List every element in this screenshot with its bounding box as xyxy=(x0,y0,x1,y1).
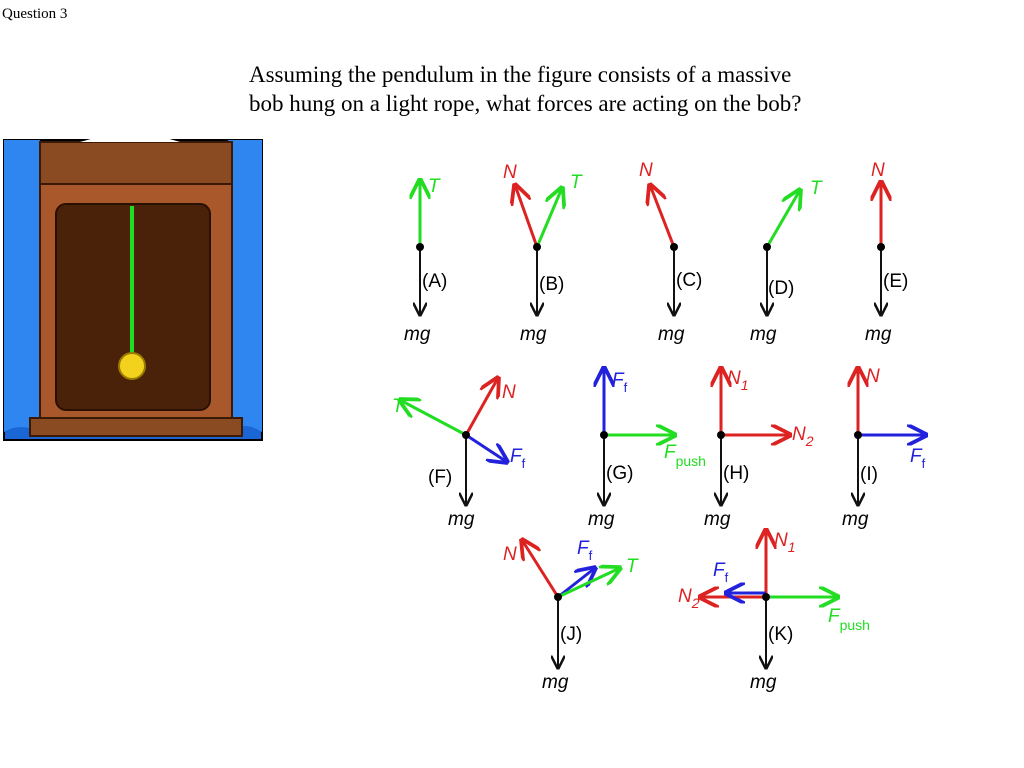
diagram-e: N (E) mg xyxy=(865,160,908,345)
diagram-k: N1 N2 Ff Fpush (K) mg xyxy=(678,530,870,693)
weight-label: mg xyxy=(750,672,777,693)
diagram-a: T (A) mg xyxy=(404,176,447,345)
diagram-b: N T (B) mg xyxy=(503,162,583,345)
diagram-i: N Ff (I) mg xyxy=(842,366,926,530)
option-label: (K) xyxy=(768,624,793,645)
tension-arrow xyxy=(535,188,562,248)
friction-label: Ff xyxy=(910,446,926,471)
friction-label: Ff xyxy=(510,446,526,471)
question-prompt: Assuming the pendulum in the figure cons… xyxy=(249,60,989,118)
bob-point xyxy=(462,431,470,439)
pendulum-bob xyxy=(118,352,146,380)
normal-arrow xyxy=(464,378,498,436)
friction-label: Ff xyxy=(713,560,729,585)
diagram-c: N (C) mg xyxy=(639,160,702,345)
normal2-label: N2 xyxy=(792,424,814,449)
bob-point xyxy=(854,431,862,439)
tension-label: T xyxy=(428,176,441,197)
weight-label: mg xyxy=(448,509,475,530)
push-label: Fpush xyxy=(828,606,870,633)
option-label: (H) xyxy=(723,463,749,484)
prompt-line-1: Assuming the pendulum in the figure cons… xyxy=(249,62,792,87)
normal-label: N xyxy=(866,366,880,387)
diagram-h: N1 N2 (H) mg xyxy=(704,368,814,530)
normal2-label: N2 xyxy=(678,586,700,611)
bob-point xyxy=(600,431,608,439)
normal1-label: N1 xyxy=(727,368,749,393)
bob-point xyxy=(877,243,885,251)
push-label: Fpush xyxy=(664,442,706,469)
option-label: (I) xyxy=(860,464,878,485)
normal-label: N xyxy=(502,382,516,403)
clock-top-cap xyxy=(39,141,233,185)
option-label: (J) xyxy=(560,624,582,645)
normal-label: N xyxy=(503,544,517,565)
normal1-label: N1 xyxy=(774,530,796,555)
bob-point xyxy=(533,243,541,251)
diagram-f: T N Ff (F) mg xyxy=(392,378,526,530)
bob-point xyxy=(416,243,424,251)
weight-label: mg xyxy=(520,324,547,345)
tension-label: T xyxy=(570,172,583,193)
tension-arrow xyxy=(400,400,467,437)
option-label: (D) xyxy=(768,278,794,299)
normal-label: N xyxy=(871,160,885,181)
weight-label: mg xyxy=(865,324,892,345)
weight-label: mg xyxy=(842,509,869,530)
bob-point xyxy=(763,243,771,251)
weight-label: mg xyxy=(750,324,777,345)
tension-label: T xyxy=(626,556,639,577)
bob-point xyxy=(554,593,562,601)
normal-arrow xyxy=(522,540,560,598)
weight-label: mg xyxy=(704,509,731,530)
diagram-d: T (D) mg xyxy=(750,178,823,345)
tension-label: T xyxy=(810,178,823,199)
clock-side-left xyxy=(4,140,40,432)
tension-arrow xyxy=(765,190,800,248)
normal-arrow xyxy=(515,185,539,248)
pendulum-clock-figure xyxy=(3,134,263,441)
clock-face-edge xyxy=(80,134,180,142)
question-label: Question 3 xyxy=(2,6,68,22)
normal-arrow xyxy=(650,185,676,248)
option-label: (C) xyxy=(676,270,702,291)
weight-label: mg xyxy=(404,324,431,345)
friction-arrow xyxy=(465,433,507,462)
tension-arrow xyxy=(557,568,620,599)
bob-point xyxy=(717,431,725,439)
normal-label: N xyxy=(503,162,517,183)
option-label: (E) xyxy=(883,271,908,292)
friction-label: Ff xyxy=(577,538,593,563)
prompt-line-2: bob hung on a light rope, what forces ar… xyxy=(249,91,802,116)
free-body-diagrams: T (A) mg N T (B) mg N (C) mg T (D) mg N xyxy=(392,160,936,693)
option-label: (B) xyxy=(539,274,564,295)
friction-arrow xyxy=(557,568,595,599)
clock-base xyxy=(29,417,243,437)
option-label: (A) xyxy=(422,271,447,292)
bob-point xyxy=(762,593,770,601)
option-label: (G) xyxy=(606,463,633,484)
option-label: (F) xyxy=(428,467,452,488)
bob-point xyxy=(670,243,678,251)
diagram-g: Ff Fpush (G) mg xyxy=(588,368,706,530)
clock-side-right xyxy=(228,140,262,432)
tension-label: T xyxy=(392,396,405,417)
diagram-j: N Ff T (J) mg xyxy=(503,538,639,693)
friction-label: Ff xyxy=(612,370,628,395)
weight-label: mg xyxy=(658,324,685,345)
weight-label: mg xyxy=(588,509,615,530)
normal-label: N xyxy=(639,160,653,181)
weight-label: mg xyxy=(542,672,569,693)
